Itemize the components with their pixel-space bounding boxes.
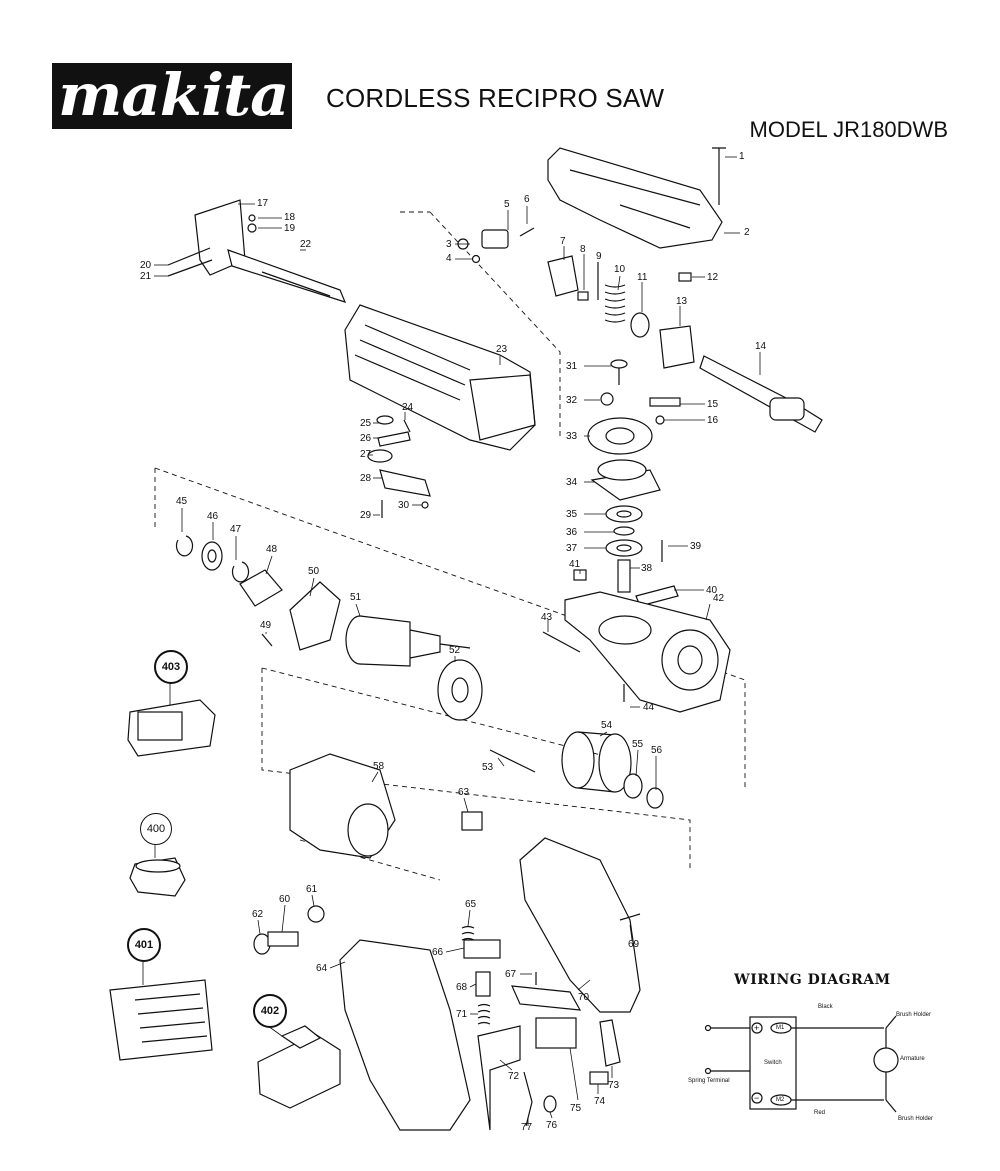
callout-34: 34 — [566, 477, 578, 488]
callout-25: 25 — [360, 418, 372, 429]
callout-37: 37 — [566, 543, 578, 554]
callout-51: 51 — [350, 592, 362, 603]
callout-23: 23 — [496, 344, 508, 355]
callout-41: 41 — [569, 559, 581, 570]
callout-56: 56 — [651, 745, 663, 756]
callout-15: 15 — [707, 399, 719, 410]
callout-12: 12 — [707, 272, 719, 283]
callout-52: 52 — [449, 645, 461, 656]
callout-67: 67 — [505, 969, 517, 980]
terminal-minus: − — [754, 1093, 760, 1103]
callout-24: 24 — [402, 402, 414, 413]
callout-70: 70 — [578, 992, 590, 1003]
callout-11: 11 — [637, 272, 648, 283]
callout-10: 10 — [614, 264, 626, 275]
callout-55: 55 — [632, 739, 644, 750]
callout-20: 20 — [140, 260, 152, 271]
callout-9: 9 — [596, 251, 602, 262]
callout-17: 17 — [257, 198, 269, 209]
callout-21: 21 — [140, 271, 152, 282]
callout-8: 8 — [580, 244, 586, 255]
callout-18: 18 — [284, 212, 296, 223]
callout-65: 65 — [465, 899, 477, 910]
callout-62: 62 — [252, 909, 264, 920]
wiring-diagram-title: WIRING DIAGRAM — [734, 972, 891, 988]
callout-38: 38 — [641, 563, 653, 574]
callout-39: 39 — [690, 541, 702, 552]
kit-callout-401: 401 — [127, 928, 161, 962]
callout-58: 58 — [373, 761, 385, 772]
callout-64: 64 — [316, 963, 328, 974]
callout-54: 54 — [601, 720, 613, 731]
callout-35: 35 — [566, 509, 578, 520]
callout-1: 1 — [739, 151, 745, 162]
callout-69: 69 — [628, 939, 640, 950]
terminal-m1: M1 — [776, 1025, 785, 1031]
callout-30: 30 — [398, 500, 410, 511]
callout-66: 66 — [432, 947, 444, 958]
callout-50: 50 — [308, 566, 320, 577]
callout-27: 27 — [360, 449, 372, 460]
callout-61: 61 — [306, 884, 318, 895]
callout-45: 45 — [176, 496, 188, 507]
callout-68: 68 — [456, 982, 468, 993]
callout-3: 3 — [446, 239, 452, 250]
callout-77: 77 — [521, 1122, 533, 1133]
callout-31: 31 — [566, 361, 578, 372]
callout-26: 26 — [360, 433, 372, 444]
callout-5: 5 — [504, 199, 510, 210]
callout-72: 72 — [508, 1071, 520, 1082]
callout-42: 42 — [713, 593, 725, 604]
callout-74: 74 — [594, 1096, 606, 1107]
brand-text: makita — [58, 63, 290, 129]
callout-44: 44 — [643, 702, 655, 713]
callout-40: 40 — [706, 585, 718, 596]
model-number: MODEL JR180DWB — [749, 117, 948, 142]
callout-36: 36 — [566, 527, 578, 538]
kit-callout-402: 402 — [253, 994, 287, 1028]
callout-60: 60 — [279, 894, 291, 905]
callout-53: 53 — [482, 762, 494, 773]
callout-28: 28 — [360, 473, 372, 484]
callout-76: 76 — [546, 1120, 558, 1131]
wire-label-red: Red — [814, 1110, 826, 1116]
callout-32: 32 — [566, 395, 578, 406]
terminal-m2: M2 — [776, 1097, 785, 1103]
callout-22: 22 — [300, 239, 312, 250]
callout-75: 75 — [570, 1103, 582, 1114]
callout-43: 43 — [541, 612, 553, 623]
callout-2: 2 — [744, 227, 750, 238]
armature-label: Armature — [900, 1056, 925, 1062]
callout-29: 29 — [360, 510, 372, 521]
callout-71: 71 — [456, 1009, 468, 1020]
callout-6: 6 — [524, 194, 530, 205]
wire-label-black: Black — [818, 1004, 833, 1010]
callout-47: 47 — [230, 524, 242, 535]
brush-holder-top-label: Brush Holder — [896, 1012, 932, 1018]
kit-callout-403: 403 — [154, 650, 188, 684]
callout-13: 13 — [676, 296, 688, 307]
callout-48: 48 — [266, 544, 278, 555]
brush-holder-bottom-label: Brush Holder — [898, 1116, 934, 1122]
callout-33: 33 — [566, 431, 578, 442]
terminal-plus: + — [754, 1023, 760, 1033]
makita-logo: makita — [52, 63, 292, 129]
callout-4: 4 — [446, 253, 452, 264]
spring-terminal-label: Spring Terminal — [688, 1078, 730, 1084]
callout-73: 73 — [608, 1080, 620, 1091]
switch-label: Switch — [764, 1060, 782, 1066]
callout-19: 19 — [284, 223, 296, 234]
callout-16: 16 — [707, 415, 719, 426]
kit-callout-400: 400 — [140, 813, 172, 845]
callout-49: 49 — [260, 620, 272, 631]
callout-46: 46 — [207, 511, 219, 522]
callout-14: 14 — [755, 341, 767, 352]
callout-63: 63 — [458, 787, 470, 798]
page-title: CORDLESS RECIPRO SAW — [326, 83, 665, 113]
callout-7: 7 — [560, 236, 566, 247]
